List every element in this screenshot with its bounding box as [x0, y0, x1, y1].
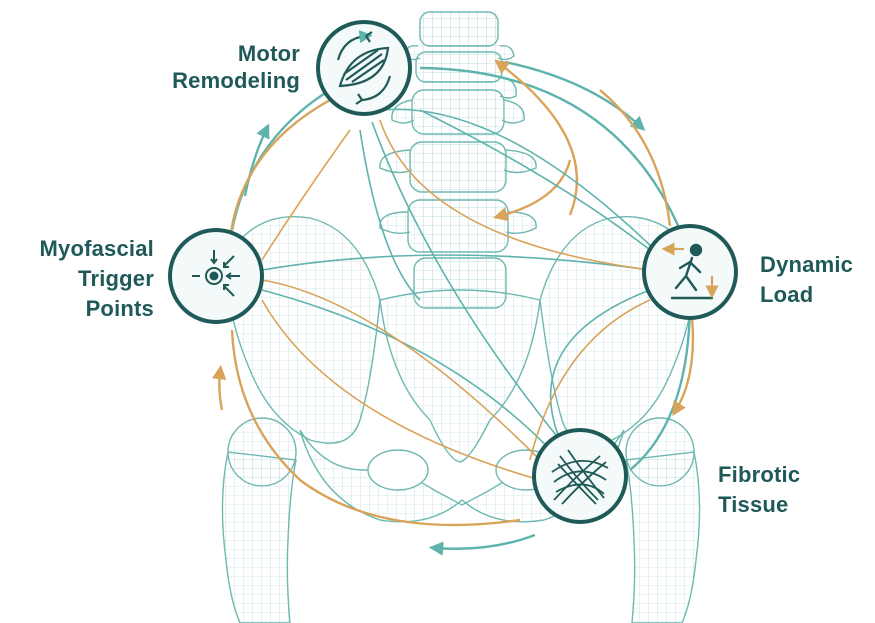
- dynamic-load-label: Dynamic Load: [760, 250, 872, 310]
- arc-orange-left-up-arrow: [219, 372, 222, 410]
- skeleton: [222, 10, 699, 623]
- myofascial-line1: Myofascial: [8, 234, 154, 264]
- motor-remodeling-line1: Motor: [140, 40, 300, 67]
- arc-teal-ring-left: [232, 90, 330, 230]
- fibrotic-tissue-label: Fibrotic Tissue: [718, 460, 848, 520]
- arc-teal-top-right: [505, 62, 640, 126]
- motor-remodeling-node: [318, 22, 410, 114]
- left-femur: [222, 418, 296, 623]
- arc-teal-bottom-left: [436, 535, 535, 549]
- dynamic-load-line2: Load: [760, 280, 872, 310]
- myofascial-line3: Points: [8, 294, 154, 324]
- dynamic-load-line1: Dynamic: [760, 250, 872, 280]
- myofascial-trigger-points-label: Myofascial Trigger Points: [8, 234, 154, 324]
- fibrotic-tissue-node: [534, 430, 626, 522]
- myofascial-line2: Trigger: [8, 264, 154, 294]
- fibrotic-tissue-line1: Fibrotic: [718, 460, 848, 490]
- motor-remodeling-line2: Remodeling: [140, 67, 300, 94]
- arc-teal-left-up: [245, 130, 266, 196]
- right-femur: [626, 418, 700, 623]
- dynamic-load-node: [644, 226, 736, 318]
- trigger-points-node: [170, 230, 262, 322]
- motor-remodeling-label: Motor Remodeling: [140, 40, 300, 94]
- fibrotic-tissue-line2: Tissue: [718, 490, 848, 520]
